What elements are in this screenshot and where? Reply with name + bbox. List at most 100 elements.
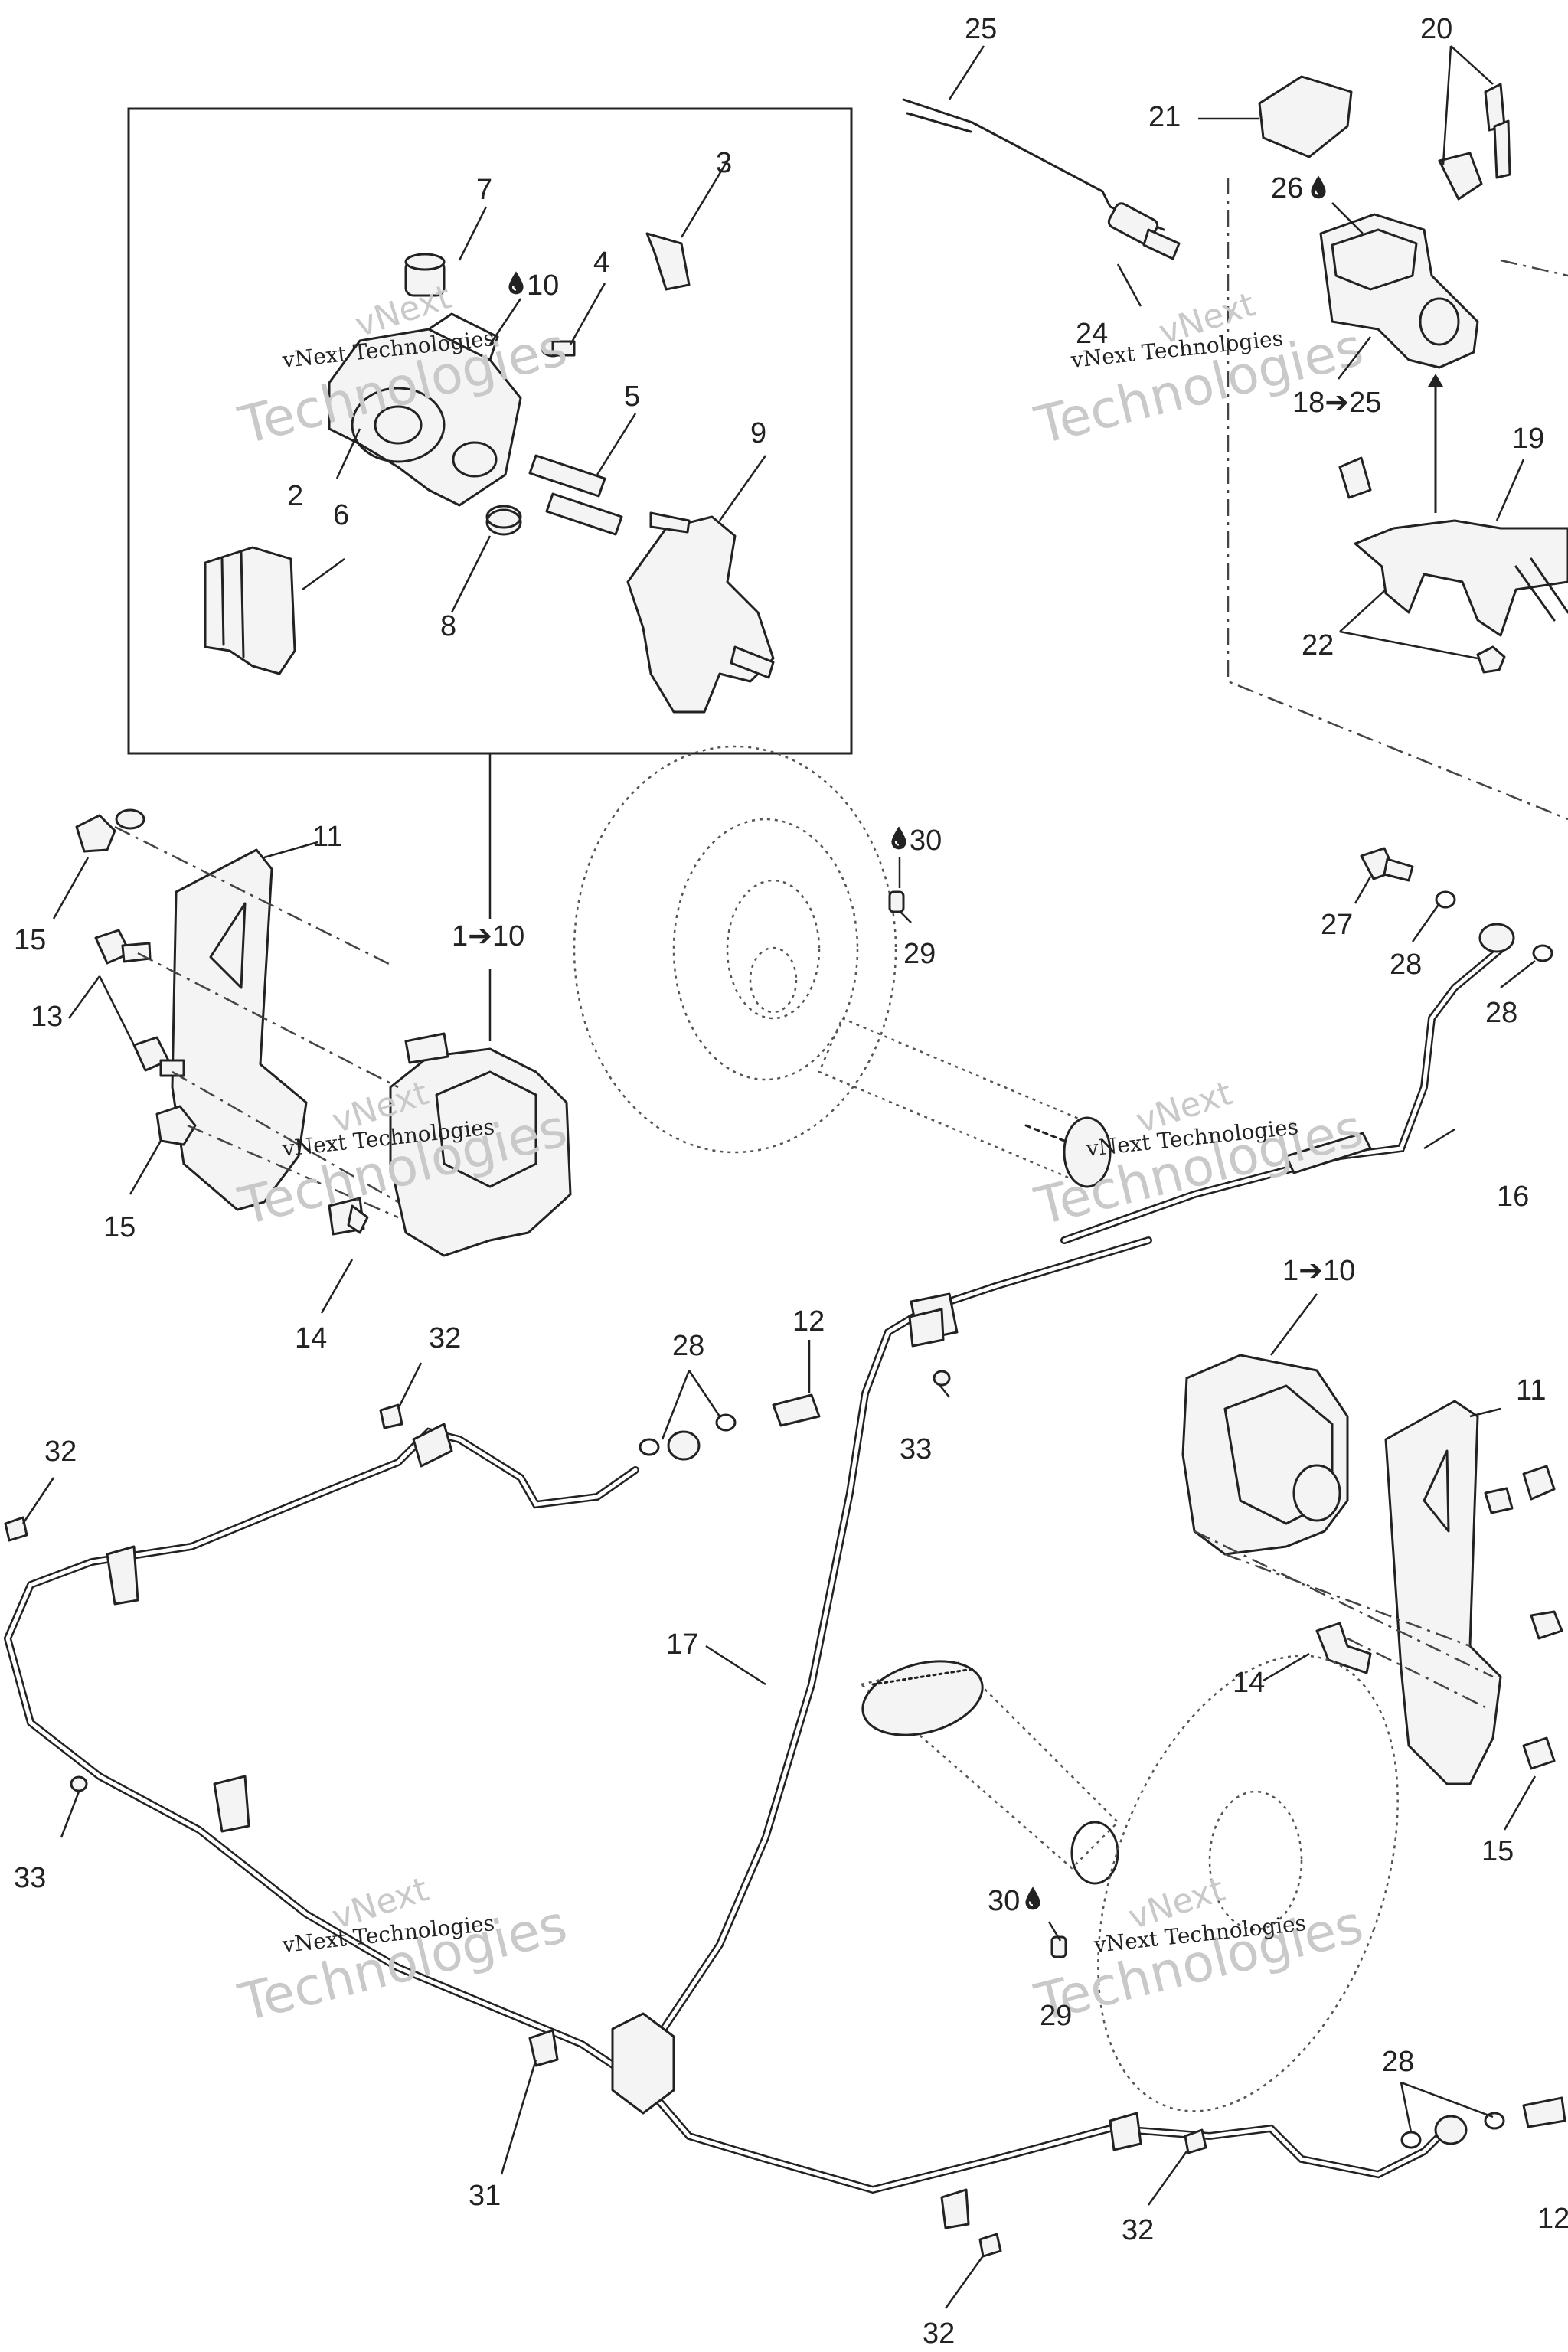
rear-left-banjo-fitting bbox=[667, 1430, 701, 1461]
oil-drop-icon bbox=[890, 825, 907, 851]
oil-drop-icon bbox=[1024, 1886, 1041, 1911]
part-33-nut-b bbox=[70, 1775, 88, 1792]
part-28-washer-d bbox=[715, 1413, 737, 1432]
part-20-screws bbox=[1438, 83, 1511, 201]
callout-32-d: 32 bbox=[923, 2318, 955, 2350]
callout-28-front-b: 28 bbox=[1485, 997, 1517, 1029]
part-28-washer-b bbox=[1532, 944, 1553, 962]
callout-28-front-a: 28 bbox=[1390, 949, 1422, 981]
svg-text:10: 10 bbox=[527, 270, 559, 302]
part-13-bolts bbox=[94, 929, 185, 1077]
callout-33-a: 33 bbox=[900, 1433, 932, 1465]
part-9-caliper-bracket bbox=[626, 511, 775, 714]
hose-clip-5 bbox=[940, 2188, 970, 2230]
part-29-spring-pin-front bbox=[888, 890, 905, 913]
part-3-clip bbox=[645, 232, 691, 291]
callout-5: 5 bbox=[624, 381, 640, 413]
callout-4: 4 bbox=[593, 247, 609, 279]
callout-12-left: 12 bbox=[792, 1305, 825, 1338]
part-32-screw-b bbox=[4, 1516, 28, 1542]
callout-14-right: 14 bbox=[1233, 1667, 1265, 1699]
callout-32-c: 32 bbox=[1122, 2214, 1154, 2246]
part-12-banjo-bolt-right bbox=[1522, 2096, 1566, 2128]
master-cylinder-dashed-outline bbox=[1227, 178, 1568, 821]
callout-6: 6 bbox=[333, 499, 349, 531]
oil-drop-icon bbox=[1310, 175, 1327, 200]
callout-29-front: 29 bbox=[903, 938, 936, 970]
callout-13: 13 bbox=[31, 1001, 63, 1033]
part-33-nut-a bbox=[933, 1370, 951, 1387]
watermark-group: vNext Technologies vNext Technologies vN… bbox=[233, 277, 1369, 2034]
hose-clip-1 bbox=[412, 1423, 453, 1468]
callout-27: 27 bbox=[1321, 909, 1353, 941]
callout-28-rear-left: 28 bbox=[672, 1330, 704, 1362]
part-6-brake-pads bbox=[204, 546, 296, 675]
callout-29-rear: 29 bbox=[1040, 2000, 1072, 2032]
rear-right-banjo-fitting bbox=[1434, 2115, 1468, 2145]
dashed-alignment-lines-right bbox=[1194, 1530, 1494, 1709]
part-26-master-cylinder bbox=[1319, 213, 1479, 369]
front-left-caliper bbox=[389, 1032, 572, 1257]
rear-axle-shaft bbox=[859, 1660, 1119, 1885]
rear-right-caliper bbox=[1181, 1354, 1349, 1556]
rear-bracket-bolts bbox=[1484, 1465, 1563, 1770]
part-14-bolt-right bbox=[1315, 1622, 1372, 1674]
hose-clip-2 bbox=[106, 1545, 139, 1606]
callout-19: 19 bbox=[1512, 423, 1544, 455]
callout-11-left: 11 bbox=[312, 821, 342, 853]
svg-text:30: 30 bbox=[910, 825, 942, 857]
callout-12-right: 12 bbox=[1537, 2203, 1568, 2235]
callout-16: 16 bbox=[1497, 1181, 1529, 1213]
callout-28-rear-right: 28 bbox=[1382, 2046, 1414, 2078]
front-brake-disc bbox=[573, 745, 897, 1154]
part-19-brake-lever bbox=[1354, 519, 1568, 637]
callout-15-upper: 15 bbox=[14, 924, 46, 956]
part-28-washer-f bbox=[1484, 2112, 1505, 2130]
callout-1-10-left: 1➔10 bbox=[452, 920, 524, 952]
hose-clip-4 bbox=[1109, 2112, 1142, 2151]
part-28-washer-c bbox=[639, 1438, 660, 1456]
rear-brake-disc bbox=[1097, 1655, 1399, 2112]
part-14-bolt-left bbox=[328, 1197, 369, 1236]
callout-31: 31 bbox=[469, 2180, 501, 2212]
callout-25: 25 bbox=[965, 13, 997, 45]
oil-drop-icon bbox=[508, 270, 524, 296]
rear-right-brake-line bbox=[639, 2079, 1443, 2194]
part-31-bolt bbox=[528, 2029, 559, 2067]
callout-leader-lines bbox=[21, 45, 1537, 2309]
part-12-banjo-bolt-left bbox=[772, 1393, 821, 1427]
part-24-brake-light-switch bbox=[902, 98, 1181, 260]
tee-junction-block bbox=[611, 2012, 675, 2115]
part-8-bushing bbox=[485, 505, 522, 536]
part-16-front-brake-hose bbox=[1060, 946, 1504, 1244]
part-4-bleeder bbox=[541, 339, 576, 358]
part-28-washer-e bbox=[1400, 2131, 1422, 2149]
part-15-nut-lower bbox=[155, 1105, 197, 1146]
callout-3: 3 bbox=[716, 147, 732, 179]
hose-clip-3 bbox=[213, 1775, 250, 1833]
part-5-pins bbox=[528, 454, 623, 536]
svg-text:26: 26 bbox=[1271, 172, 1303, 204]
callout-26: 26 bbox=[1271, 172, 1327, 204]
callout-15-lower: 15 bbox=[103, 1211, 136, 1243]
dashed-alignment-lines-left bbox=[114, 825, 399, 1219]
callout-2: 2 bbox=[287, 480, 303, 512]
callout-20: 20 bbox=[1420, 13, 1452, 45]
callout-30-rear: 30 bbox=[988, 1885, 1041, 1917]
callout-8: 8 bbox=[440, 610, 456, 642]
part-22-pivot-bolt bbox=[1338, 456, 1372, 499]
part-11-bracket-right bbox=[1384, 1400, 1502, 1785]
front-axle-shaft bbox=[818, 1017, 1112, 1188]
part-27-banjo-bolt bbox=[1360, 847, 1414, 882]
callout-32-a: 32 bbox=[429, 1322, 461, 1354]
callout-32-b: 32 bbox=[44, 1436, 77, 1468]
front-banjo-fitting bbox=[1478, 923, 1515, 953]
callout-30-front: 30 bbox=[890, 825, 942, 857]
callout-labels: 25 20 21 26 24 18➔25 19 22 7 10 4 3 5 9 … bbox=[14, 13, 1568, 2350]
callout-18-25: 18➔25 bbox=[1292, 387, 1381, 419]
hose-clip-6 bbox=[908, 1308, 945, 1348]
part-17-rear-brake-hose bbox=[639, 1236, 1152, 2086]
lever-arrow-head bbox=[1428, 374, 1443, 387]
watermark-small-group: vNext Technologies vNext Technologies vN… bbox=[280, 325, 1307, 1958]
